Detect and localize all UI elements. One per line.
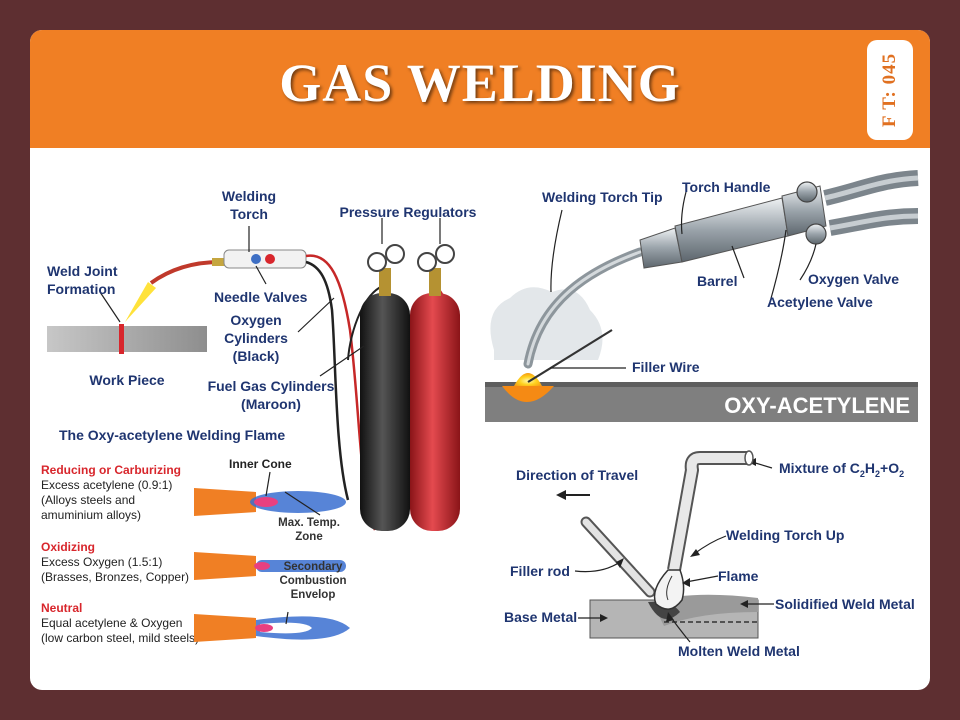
acetylene-valve-knob [805, 223, 827, 245]
flame-types-diagram: The Oxy-acetylene Welding Flame Inner Co… [41, 427, 350, 645]
max-temp-label-2: Zone [295, 531, 322, 543]
molten-weld-label: Molten Weld Metal [678, 643, 800, 659]
filler-wire [527, 329, 613, 383]
welding-torch-label: Welding [222, 188, 276, 204]
oxidizing-flame-nozzle [194, 552, 256, 580]
oxygen-cylinders-label-3: (Black) [233, 348, 280, 364]
neutral-flame-inner-cone [255, 624, 273, 632]
flame-section-title: The Oxy-acetylene Welding Flame [59, 427, 285, 443]
title-banner: GAS WELDING F T: 045 [30, 30, 930, 148]
flame-neutral-name: Neutral [41, 601, 82, 615]
oxygen-valve-knob [796, 181, 818, 203]
work-piece-label: Work Piece [89, 372, 164, 388]
secondary-envelope-label-2: Combustion [279, 575, 346, 587]
secondary-envelope-label: Secondary [284, 561, 343, 573]
direction-label: Direction of Travel [516, 467, 638, 483]
flame-reducing-line-2: (Alloys steels and [41, 493, 135, 507]
process-flame [653, 569, 685, 610]
acetylene-needle-valve [265, 254, 275, 264]
pressure-regulators-label: Pressure Regulators [340, 204, 477, 220]
reducing-flame-envelope [250, 491, 346, 513]
fuel-cylinders-label-2: (Maroon) [241, 396, 301, 412]
code-tag: F T: 045 [867, 40, 913, 140]
flame-neutral-line-2: (low carbon steel, mild steels) [41, 631, 199, 645]
oxy-acetylene-bar [485, 386, 918, 422]
oxygen-regulator-gauge-2 [385, 244, 405, 264]
weld-flame [514, 373, 542, 386]
max-temp-label: Max. Temp. [278, 517, 340, 529]
secondary-envelope-label-3: Envelop [291, 589, 336, 601]
neutral-flame-nozzle [194, 614, 256, 642]
oxygen-valve-label: Oxygen Valve [808, 271, 899, 287]
flame-oxidizing-name: Oxidizing [41, 540, 95, 554]
weld-joint-label-2: Formation [47, 281, 115, 297]
torch-up-label: Welding Torch Up [726, 527, 844, 543]
flame-reducing-name: Reducing or Carburizing [41, 463, 181, 477]
poster-card: GAS WELDING F T: 045 [30, 30, 930, 690]
oxy-acetylene-banner: OXY-ACETYLENE [724, 393, 910, 418]
flame-reducing-line-3: amuminium alloys) [41, 508, 141, 522]
fuel-cylinders-label: Fuel Gas Cylinders [208, 378, 335, 394]
fuel-regulator-gauge-1 [417, 252, 437, 272]
flame-label: Flame [718, 568, 759, 584]
oxygen-cylinders-label-2: Cylinders [224, 330, 288, 346]
oxygen-needle-valve [251, 254, 261, 264]
setup-diagram: Welding Torch Pressure Regulators Weld J… [47, 188, 477, 531]
filler-wire-label: Filler Wire [632, 359, 700, 375]
page-title: GAS WELDING [279, 53, 681, 113]
oxidizing-flame-inner-cone [254, 562, 270, 570]
torch-detail-diagram: OXY-ACETYLENE [485, 170, 919, 422]
torch-neck [149, 260, 221, 285]
base-metal-label: Base Metal [504, 609, 577, 625]
torch-tip-label: Welding Torch Tip [542, 189, 663, 205]
fuel-regulator-gauge-2 [435, 244, 455, 264]
diagram-canvas: Welding Torch Pressure Regulators Weld J… [41, 170, 919, 659]
needle-valves-label: Needle Valves [214, 289, 308, 305]
torch-flame [125, 282, 156, 322]
flame-reducing-line-1: Excess acetylene (0.9:1) [41, 478, 172, 492]
filler-rod-label: Filler rod [510, 563, 570, 579]
mixture-label: Mixture of C2H2+O2 [779, 460, 904, 479]
reducing-flame-nozzle [194, 488, 256, 516]
neutral-flame-gap [260, 622, 312, 634]
fuel-gas-cylinder [410, 293, 460, 531]
weld-pool [502, 386, 554, 402]
acetylene-valve-label: Acetylene Valve [767, 294, 873, 310]
solidified-weld-label: Solidified Weld Metal [775, 596, 915, 612]
flame-neutral-line-1: Equal acetylene & Oxygen [41, 616, 182, 630]
torch-handle-label: Torch Handle [682, 179, 771, 195]
oxygen-regulator-gauge-1 [367, 252, 387, 272]
torch-barrel [674, 197, 789, 263]
weld-joint-label: Weld Joint [47, 263, 118, 279]
flame-oxidizing-line-1: Excess Oxygen (1.5:1) [41, 555, 162, 569]
work-piece-plate [47, 326, 207, 352]
barrel-label: Barrel [697, 273, 737, 289]
oxidizing-flame-envelope [256, 560, 346, 572]
oxygen-cylinders-label: Oxygen [230, 312, 281, 328]
reducing-flame-inner-cone [254, 497, 278, 507]
inner-cone-label: Inner Cone [229, 457, 292, 471]
oxygen-hose [305, 260, 350, 501]
torch-nozzle [212, 258, 226, 266]
welding-process-diagram: Direction of Travel Mixture of C2H2+O2 [504, 450, 915, 659]
welding-torch-label-2: Torch [230, 206, 268, 222]
weld-joint-mark [119, 324, 124, 354]
oxygen-cylinder [360, 293, 410, 531]
flame-oxidizing-line-2: (Brasses, Bronzes, Copper) [41, 570, 189, 584]
torch-barrel-joint [639, 227, 683, 269]
